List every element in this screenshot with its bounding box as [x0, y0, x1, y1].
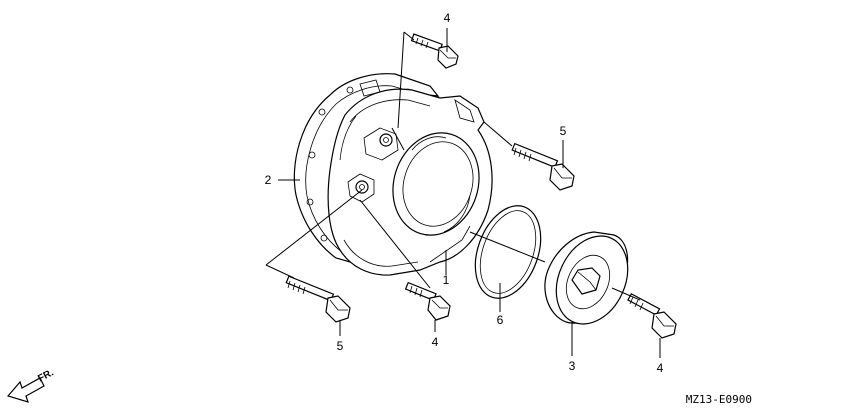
bolt-top — [410, 33, 459, 69]
cap — [544, 231, 629, 325]
bolt-left — [285, 275, 351, 323]
front-direction-arrow: FR. — [6, 367, 56, 403]
cover — [327, 88, 493, 276]
callout-cover: 1 — [443, 273, 450, 287]
bolt-middle — [404, 281, 451, 321]
callout-left-bolt: 5 — [337, 339, 344, 353]
callout-middle-bolt: 4 — [432, 335, 439, 349]
leader-lines — [265, 28, 661, 358]
bolt-right — [511, 142, 575, 191]
callout-top-bolt: 4 — [444, 11, 451, 25]
callout-right-bolt: 5 — [560, 124, 567, 138]
callout-o-ring: 6 — [497, 313, 504, 327]
drawing-code: MZ13-E0900 — [686, 393, 752, 406]
callout-lower-right-bolt: 4 — [657, 361, 664, 375]
o-ring — [474, 205, 542, 299]
callout-gasket: 2 — [265, 173, 272, 187]
callout-cap: 3 — [569, 359, 576, 373]
front-direction-label: FR. — [36, 367, 56, 384]
bolt-lower-right — [627, 293, 677, 339]
